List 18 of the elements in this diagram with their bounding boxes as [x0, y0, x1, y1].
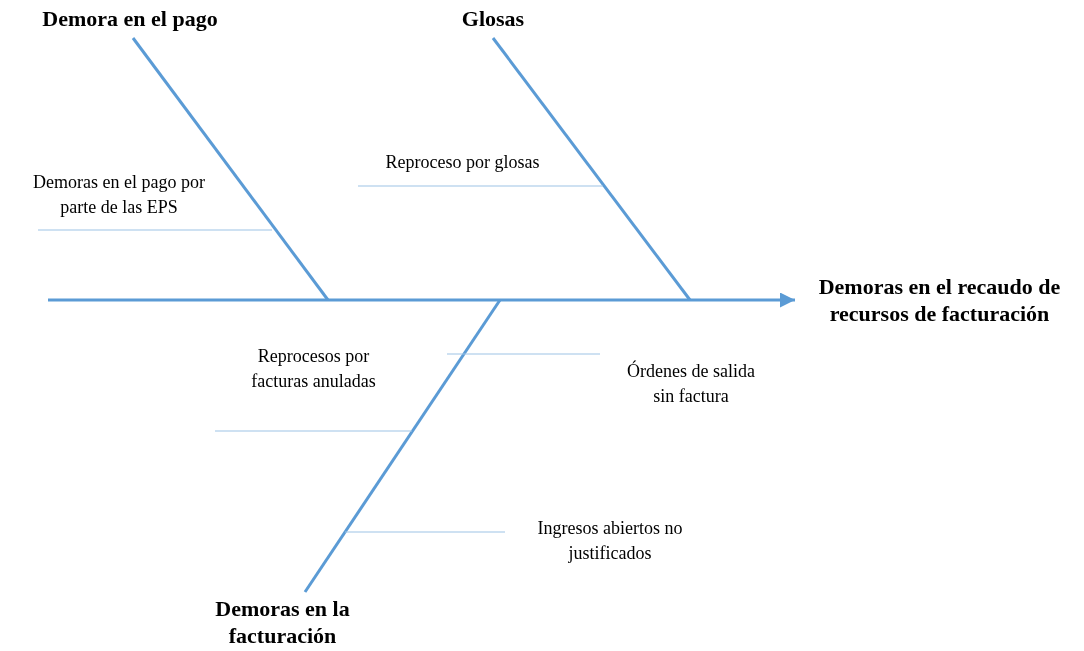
category-label: Demora en el pago: [10, 2, 250, 38]
cause-label: Ingresos abiertos no justificados: [505, 512, 715, 572]
category-label: Glosas: [440, 2, 546, 38]
cause-label: Órdenes de salida sin factura: [600, 345, 782, 417]
effect-label: Demoras en el recaudo de recursos de facturación: [795, 270, 1084, 336]
leader-line: [37, 229, 273, 231]
cause-label: Demoras en el pago por parte de las EPS: [5, 168, 233, 230]
bone-line: [303, 299, 502, 593]
bone-line: [131, 37, 330, 301]
bone-line: [491, 37, 692, 301]
spine-arrow: [48, 292, 795, 308]
cause-label: Reproceso por glosas: [355, 145, 570, 186]
leader-line: [357, 185, 604, 187]
leader-line: [214, 430, 413, 432]
leader-line: [344, 531, 506, 533]
category-label: Demoras en la facturación: [190, 592, 375, 651]
leader-line: [446, 353, 601, 355]
cause-label: Reprocesos por facturas anuladas: [215, 342, 412, 431]
